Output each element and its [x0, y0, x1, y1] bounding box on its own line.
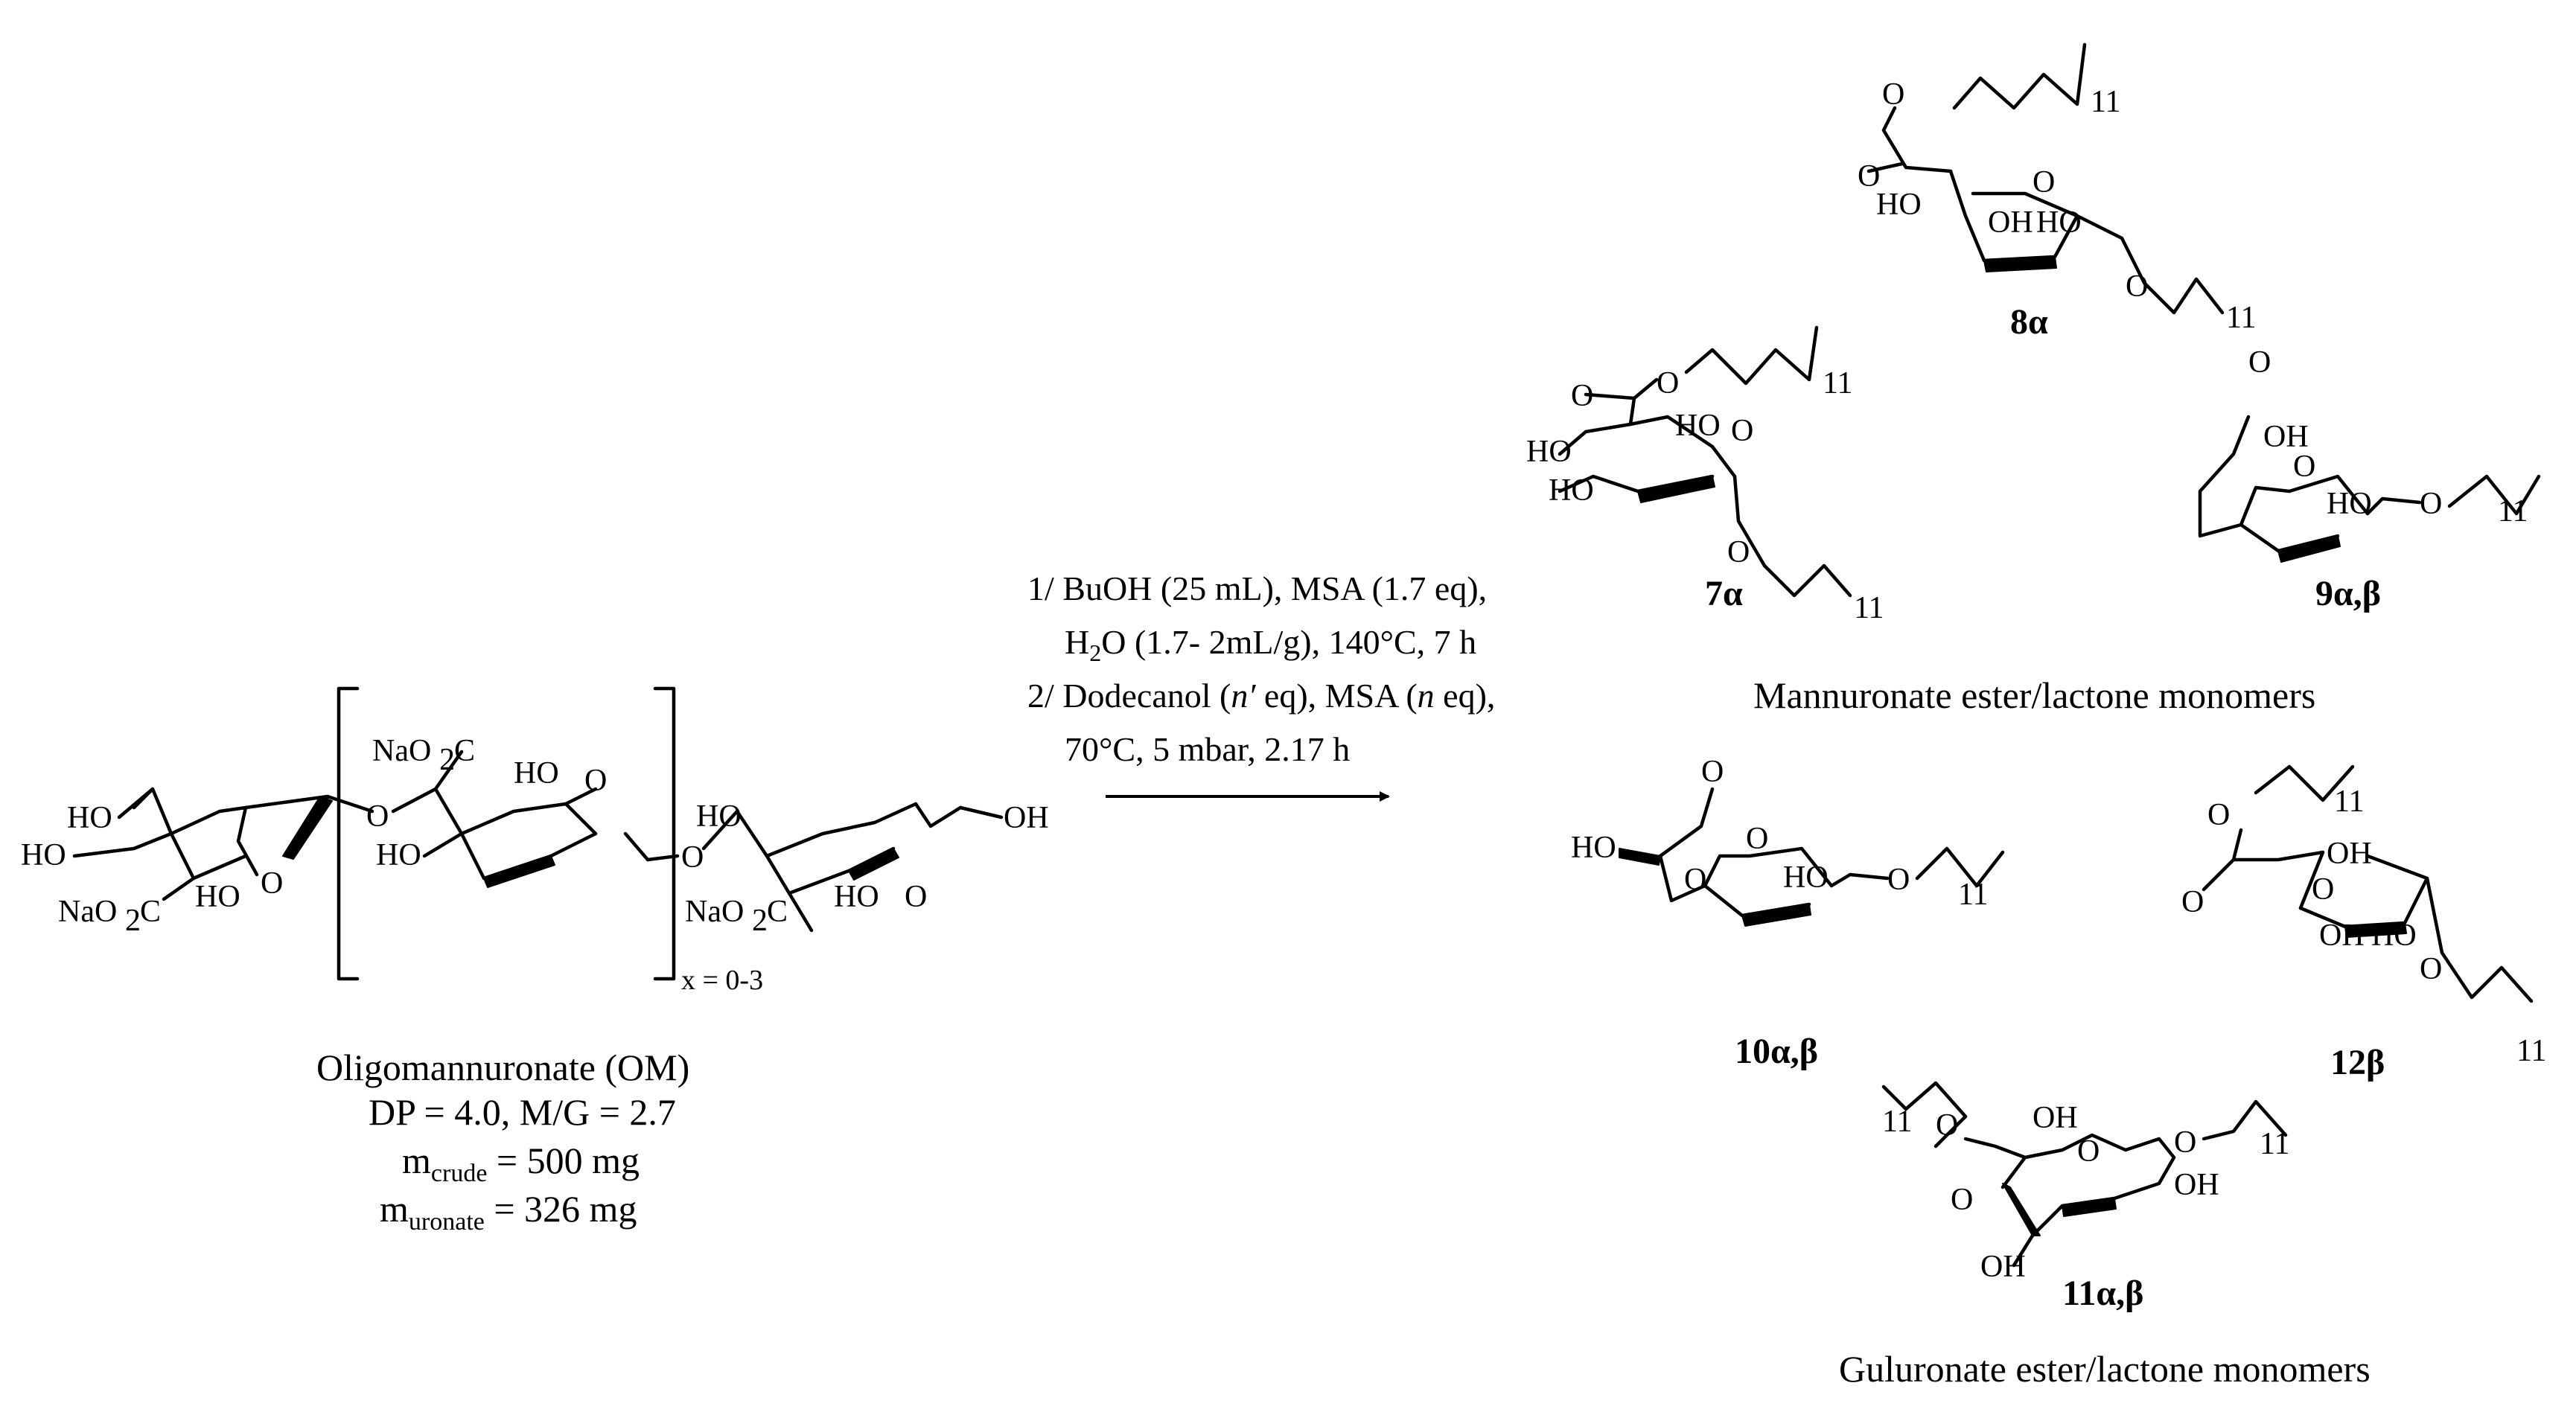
chain-subscript: 11: [2334, 785, 2364, 819]
atom-O: O: [1858, 159, 1880, 194]
atom-O: O: [1657, 366, 1679, 400]
compound-12b-structure: O O OH O OH HO O 11 11: [2181, 764, 2546, 1068]
compound-10ab-structure: O HO O O HO O 11: [1571, 755, 2005, 927]
conditions-step1-line1: 1/ BuOH (25 mL), MSA (1.7 eq),: [1027, 569, 1488, 607]
atom-O: O: [2181, 885, 2204, 919]
compound-label-9ab: 9α,β: [2315, 574, 2382, 613]
chain-subscript: 11: [2260, 1127, 2289, 1161]
compound-7a-structure: O O HO O HO HO O 11 11: [1526, 325, 1884, 625]
atom-O: O: [2174, 1125, 2196, 1160]
chain-subscript: 11: [1882, 1105, 1912, 1139]
atom-O: O: [2207, 798, 2230, 832]
reactant-m-crude: mcrude = 500 mg: [402, 1140, 640, 1187]
chain-subscript: 11: [2091, 85, 2120, 119]
compound-label-11ab: 11α,β: [2062, 1274, 2144, 1313]
atom-HO: HO: [2327, 487, 2372, 521]
atom-O: O: [905, 880, 927, 914]
atom-O: O: [261, 866, 283, 901]
atom-HO: HO: [834, 880, 879, 914]
atom-O: O: [1571, 379, 1593, 413]
atom-OH: OH: [2327, 837, 2372, 871]
atom-OH: OH: [2033, 1101, 2078, 1135]
conditions-step2-line1: 2/ Dodecanol (n′ eq), MSA (n eq),: [1027, 677, 1496, 715]
repeat-index-label: x = 0-3: [681, 965, 764, 996]
atom-O: O: [1887, 863, 1910, 897]
atom-C: C: [454, 734, 475, 768]
atom-O: O: [681, 840, 704, 875]
atom-C: C: [140, 895, 161, 929]
atom-HO: HO: [1526, 435, 1572, 469]
atom-HO: HO: [1571, 831, 1616, 865]
atom-O: O: [2126, 269, 2148, 304]
atom-HO: HO: [1876, 188, 1922, 222]
chain-subscript: 11: [2226, 301, 2256, 335]
atom-NaO: NaO: [685, 895, 744, 929]
conditions-step2-line2: 70°C, 5 mbar, 2.17 h: [1065, 730, 1351, 768]
atom-sub2: 2: [439, 743, 455, 777]
atom-O: O: [1727, 535, 1750, 569]
atom-C: C: [767, 895, 788, 929]
atom-O: O: [1882, 77, 1904, 112]
compound-9ab-structure: O OH O HO O 11: [2198, 345, 2541, 563]
chain-subscript: 11: [1823, 366, 1852, 400]
reactant-dp-mg: DP = 4.0, M/G = 2.7: [369, 1091, 676, 1133]
atom-HO: HO: [1675, 409, 1721, 443]
guluronate-group-label: Guluronate ester/lactone monomers: [1839, 1348, 2371, 1390]
atom-O: O: [1701, 755, 1724, 789]
reactant-name: Oligomannuronate (OM): [316, 1047, 690, 1088]
chain-subscript: 11: [2516, 1034, 2546, 1068]
atom-HO: HO: [376, 838, 421, 872]
atom-OH: OH: [2174, 1168, 2219, 1202]
chain-subscript: 11: [2498, 494, 2528, 528]
atom-O: O: [2248, 345, 2271, 380]
atom-O: O: [1746, 822, 1768, 856]
atom-OH: OH: [1004, 801, 1049, 835]
compound-label-7a: 7α: [1705, 574, 1743, 613]
conditions-step1-line2: H2O (1.7- 2mL/g), 140°C, 7 h: [1065, 623, 1477, 667]
compound-label-8a: 8α: [2010, 302, 2048, 342]
atom-HO: HO: [696, 799, 742, 834]
atom-sub2: 2: [125, 904, 141, 938]
atom-O: O: [2420, 952, 2442, 986]
compound-label-12b: 12β: [2330, 1043, 2385, 1082]
atom-HO: HO: [1549, 473, 1594, 508]
atom-O: O: [2033, 165, 2055, 199]
atom-HO: HO: [514, 756, 559, 790]
atom-HO: HO: [1783, 860, 1829, 895]
atom-O: O: [1731, 414, 1753, 448]
atom-OH: OH: [2263, 420, 2309, 454]
atom-OH: OH: [1988, 205, 2033, 240]
atom-O: O: [2293, 450, 2315, 484]
atom-NaO: NaO: [372, 734, 431, 768]
atom-OH: OH: [1980, 1250, 2026, 1284]
atom-O: O: [1951, 1183, 1973, 1217]
atom-O: O: [1936, 1108, 1958, 1143]
compound-8a-structure: O O HO OH HO O O 11 11: [1858, 42, 2256, 335]
reactant-m-uronate: muronate = 326 mg: [380, 1188, 637, 1236]
atom-NaO: NaO: [58, 895, 117, 929]
compound-label-10ab: 10α,β: [1735, 1032, 1819, 1071]
atom-O: O: [2420, 487, 2442, 521]
atom-O: O: [2312, 872, 2334, 907]
compound-11ab-structure: 11 O O OH O OH OH O 11: [1881, 1081, 2289, 1284]
chain-subscript: 11: [1958, 878, 1988, 912]
chain-subscript: 11: [1854, 591, 1884, 625]
atom-HO: HO: [21, 838, 66, 872]
atom-HO: HO: [67, 801, 112, 835]
atom-O: O: [366, 799, 389, 834]
atom-HO: HO: [2036, 205, 2082, 240]
mannuronate-group-label: Mannuronate ester/lactone monomers: [1753, 674, 2316, 716]
atom-sub2: 2: [752, 904, 768, 938]
atom-O: O: [584, 764, 607, 798]
atom-OH: OH: [2319, 919, 2365, 953]
oligomannuronate-structure: HO HO NaO 2 C HO O O NaO 2 C HO O HO O: [21, 686, 1049, 981]
atom-O: O: [2077, 1134, 2100, 1169]
atom-O: O: [1684, 863, 1706, 897]
atom-HO: HO: [2371, 919, 2417, 953]
atom-HO: HO: [195, 880, 240, 914]
